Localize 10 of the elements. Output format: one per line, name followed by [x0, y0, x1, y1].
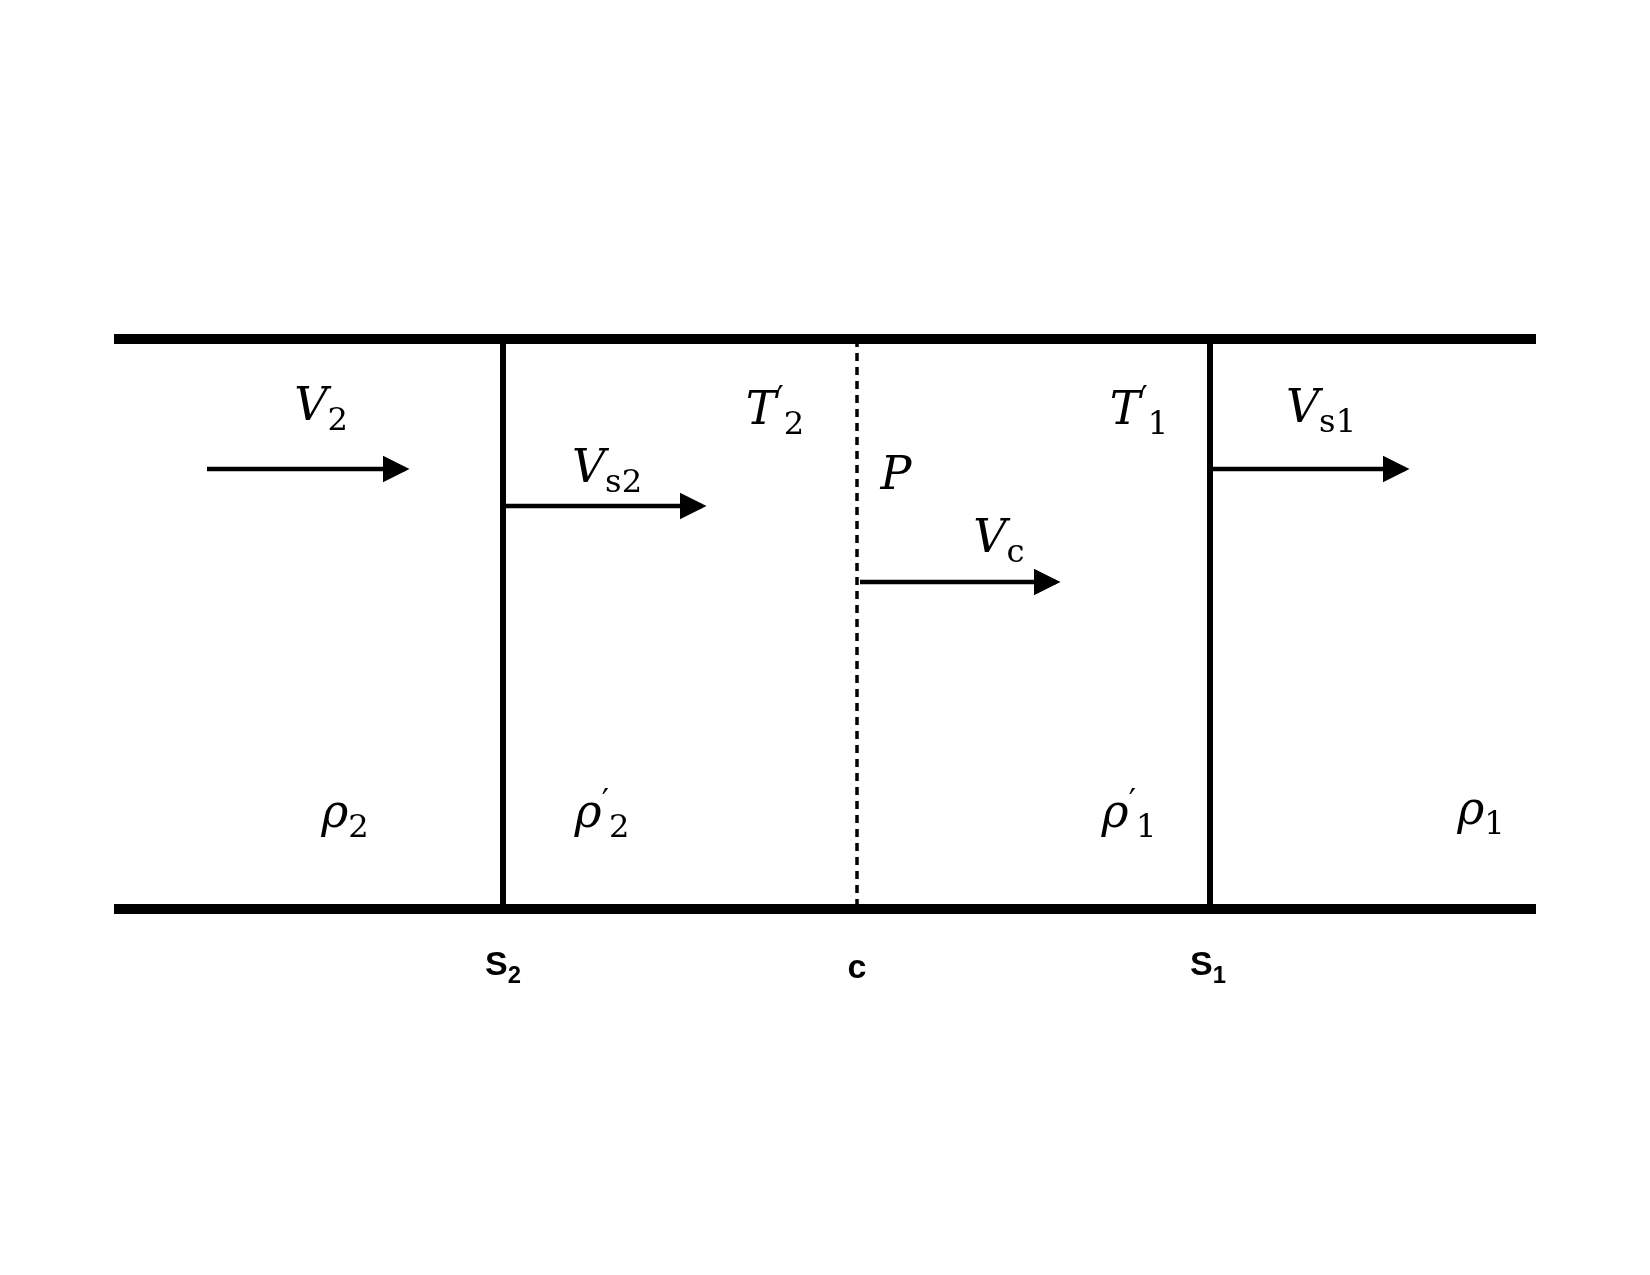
quantity-label: P — [880, 450, 912, 496]
quantity-label: ρ$_{2}$ — [321, 787, 369, 843]
position-label: S$_{1}$ — [1190, 945, 1226, 987]
quantity-label: ρ$_{1}$ — [1457, 784, 1505, 840]
quantity-label: V$_{s1}$ — [1285, 382, 1357, 438]
position-label: c — [847, 949, 867, 983]
quantity-label: V$_{c}$ — [973, 512, 1025, 568]
quantity-label: V$_{s2}$ — [571, 442, 643, 498]
quantity-label: V$_{2}$ — [294, 380, 348, 436]
position-label: S$_{2}$ — [485, 945, 521, 987]
